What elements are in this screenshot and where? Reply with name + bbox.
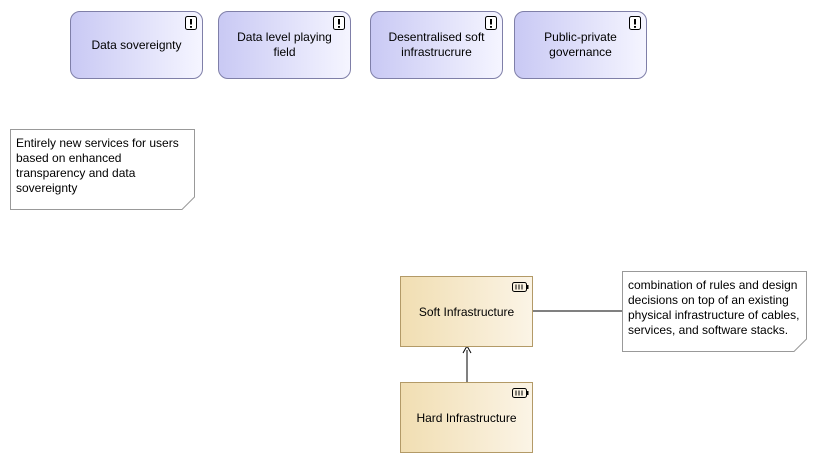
node-label: Soft Infrastructure — [418, 304, 515, 319]
principle-label: Desentralised soft infrastrucrure — [388, 30, 485, 59]
exclamation-icon — [185, 16, 197, 30]
principle-public-private-governance[interactable]: Public-private governance — [514, 11, 647, 79]
note-text: combination of rules and design decision… — [628, 278, 800, 337]
principle-data-sovereignty[interactable]: Data sovereignty — [70, 11, 203, 79]
principle-label: Data level playing field — [237, 30, 332, 59]
note-shape — [622, 271, 807, 352]
note-services[interactable]: Entirely new services for users based on… — [10, 129, 195, 210]
exclamation-icon — [629, 16, 641, 30]
node-label: Hard Infrastructure — [416, 410, 517, 425]
device-icon — [512, 282, 529, 292]
exclamation-icon — [333, 16, 345, 30]
principle-data-level-playing-field[interactable]: Data level playing field — [218, 11, 351, 79]
note-text: Entirely new services for users based on… — [16, 136, 179, 195]
principle-label: Public-private governance — [544, 30, 617, 59]
exclamation-icon — [485, 16, 497, 30]
note-soft-infrastructure[interactable]: combination of rules and design decision… — [622, 271, 807, 352]
node-hard-infrastructure[interactable]: Hard Infrastructure — [400, 382, 533, 453]
note-shape — [10, 129, 195, 210]
principle-desentralised-soft-infrastructure[interactable]: Desentralised soft infrastrucrure — [370, 11, 503, 79]
node-soft-infrastructure[interactable]: Soft Infrastructure — [400, 276, 533, 347]
device-icon — [512, 388, 529, 398]
principle-label: Data sovereignty — [91, 37, 182, 52]
